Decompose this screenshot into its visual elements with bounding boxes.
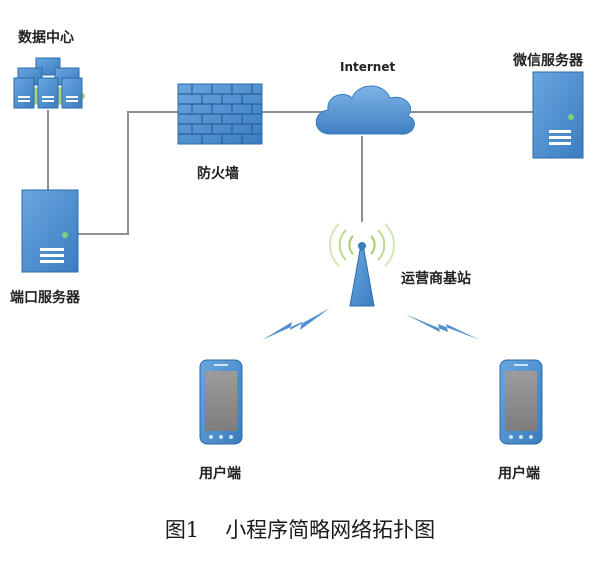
firewall-icon bbox=[177, 83, 263, 145]
figure-number: 图1 bbox=[164, 518, 200, 542]
port-server-icon bbox=[21, 189, 79, 273]
port-server-label: 端口服务器 bbox=[10, 290, 80, 306]
wechat-server-label: 微信服务器 bbox=[513, 53, 583, 69]
lightning-signal-right-icon bbox=[405, 314, 480, 340]
internet-label: Internet bbox=[340, 60, 396, 74]
client-left-label: 用户端 bbox=[199, 466, 241, 482]
phone-left-icon bbox=[199, 359, 243, 445]
phone-right-icon bbox=[499, 359, 543, 445]
client-right-label: 用户端 bbox=[498, 466, 540, 482]
wechat-server-icon bbox=[532, 71, 584, 159]
data-center-label: 数据中心 bbox=[18, 30, 74, 46]
figure-caption: 图1 小程序简略网络拓扑图 bbox=[0, 514, 600, 544]
lightning-signal-left-icon bbox=[262, 308, 330, 340]
base-station-icon bbox=[329, 223, 395, 307]
connection-lines bbox=[47, 110, 533, 235]
firewall-label: 防火墙 bbox=[197, 166, 239, 182]
data-center-icon bbox=[13, 57, 85, 109]
link-portserver-firewall bbox=[78, 111, 178, 235]
cloud-icon bbox=[315, 85, 415, 135]
base-station-label: 运营商基站 bbox=[401, 271, 471, 287]
figure-title: 小程序简略网络拓扑图 bbox=[225, 518, 436, 542]
